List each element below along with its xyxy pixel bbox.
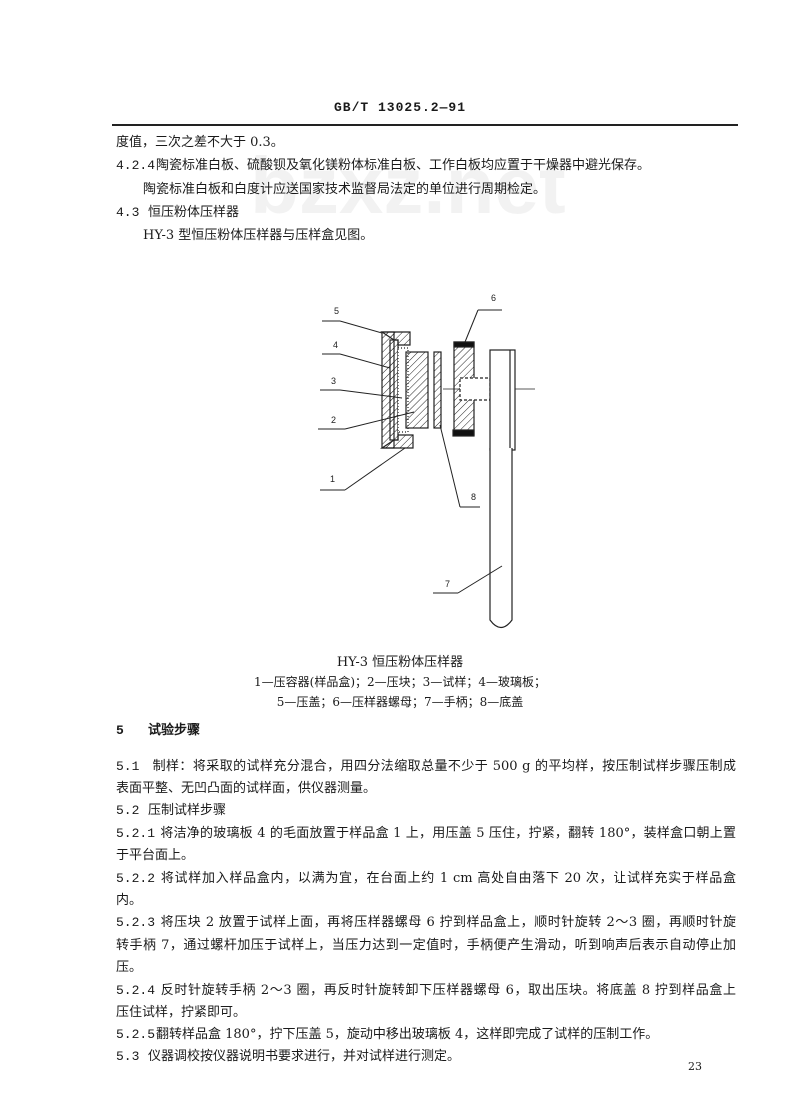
clause-text: 仪器调校按仪器说明书要求进行，并对试样进行测定。 (148, 1049, 461, 1064)
label-1: 1 (330, 474, 335, 484)
label-7: 7 (445, 579, 450, 589)
paragraph-line: 转手柄 7，通过螺杆加压于试样上，当压力达到一定值时，手柄便产生滑动，听到响声后… (116, 938, 736, 953)
clause-5-2: 5.2 压制试样步骤 (116, 803, 226, 819)
paragraph-line: 度值，三次之差不大于 0.3。 (116, 135, 284, 150)
section-title: 试验步骤 (148, 723, 201, 738)
label-8: 8 (471, 492, 476, 502)
clause-number: 5.2.5 (116, 1027, 156, 1042)
section-number: 5 (116, 723, 124, 738)
figure-legend: 5—压盖；6—压样器螺母；7—手柄；8—底盖 (276, 695, 524, 709)
clause-5-2-1: 5.2.1 将洁净的玻璃板 4 的毛面放置于样品盒 1 上，用压盖 5 压住，拧… (116, 826, 736, 842)
watermark: bzxz.net (250, 141, 566, 230)
clause-5-2-3: 5.2.3 将压块 2 放置于试样上面，再将压样器螺母 6 拧到样品盒上，顺时针… (116, 915, 736, 931)
clause-title: 压制试样步骤 (148, 803, 227, 818)
clause-text: 将试样加入样品盒内，以满为宜，在台面上约 1 cm 高处自由落下 20 次，让试… (160, 871, 736, 886)
label-4: 4 (333, 340, 338, 350)
clause-number: 5.2.4 (116, 983, 156, 998)
standard-header: GB/T 13025.2—91 (333, 100, 467, 115)
clause-5-2-4: 5.2.4 反时针旋转手柄 2～3 圈，再反时针旋转卸下压样器螺母 6，取出压块… (116, 983, 736, 999)
clause-number: 5.2.2 (116, 871, 156, 886)
label-3: 3 (331, 376, 336, 386)
clause-text: 反时针旋转手柄 2～3 圈，再反时针旋转卸下压样器螺母 6，取出压块。将底盖 8… (160, 983, 736, 998)
clause-5-2-2: 5.2.2 将试样加入样品盒内，以满为宜，在台面上约 1 cm 高处自由落下 2… (116, 871, 736, 887)
clause-4-3: 4.3 恒压粉体压样器 (116, 205, 239, 221)
header-rule (112, 124, 738, 126)
label-5: 5 (334, 306, 339, 316)
clause-number: 5.2.3 (116, 915, 156, 930)
nut (452, 341, 491, 437)
figure-legend: 1—压容器(样品盒)；2—压块；3—试样；4—玻璃板； (254, 675, 546, 689)
clause-4-2-4: 4.2.4陶瓷标准白板、硫酸钡及氧化镁粉体标准白板、工作白板均应置于干燥器中避光… (116, 158, 650, 174)
paragraph-line: 内。 (116, 893, 143, 908)
section-5-heading: 5 试验步骤 (116, 723, 200, 739)
clause-text: 翻转样品盒 180°，拧下压盖 5，旋动中移出玻璃板 4，这样即完成了试样的压制… (156, 1027, 659, 1042)
paragraph-line: 压。 (116, 960, 143, 975)
bottom-cover (433, 351, 442, 429)
press-block (405, 351, 429, 429)
handle (489, 349, 516, 629)
label-2: 2 (331, 415, 336, 425)
clause-number: 5.2.1 (116, 826, 156, 841)
clause-5-2-5: 5.2.5翻转样品盒 180°，拧下压盖 5，旋动中移出玻璃板 4，这样即完成了… (116, 1027, 658, 1043)
press-sampler-diagram: 5 4 3 2 1 8 6 7 (318, 293, 535, 629)
clause-5-3: 5.3 仪器调校按仪器说明书要求进行，并对试样进行测定。 (116, 1049, 460, 1065)
clause-text: 将压块 2 放置于试样上面，再将压样器螺母 6 拧到样品盒上，顺时针旋转 2～3… (160, 915, 736, 930)
figure-title: HY-3 恒压粉体压样器 (336, 655, 464, 670)
page-number: 23 (688, 1060, 702, 1073)
paragraph-line: 陶瓷标准白板和白度计应送国家技术监督局法定的单位进行周期检定。 (143, 182, 547, 197)
clause-title: 恒压粉体压样器 (148, 205, 240, 220)
clause-text: 陶瓷标准白板、硫酸钡及氧化镁粉体标准白板、工作白板均应置于干燥器中避光保存。 (156, 158, 651, 173)
clause-text: 将洁净的玻璃板 4 的毛面放置于样品盒 1 上，用压盖 5 压住，拧紧，翻转 1… (160, 826, 736, 841)
clause-number: 4.2.4 (116, 158, 156, 173)
paragraph-line: 表面平整、无凹凸面的试样面，供仪器测量。 (116, 781, 377, 796)
paragraph-line: HY-3 型恒压粉体压样器与压样盒见图。 (143, 228, 374, 243)
paragraph-line: 于平台面上。 (116, 848, 195, 863)
clause-number: 4.3 (116, 205, 140, 220)
label-6: 6 (491, 293, 496, 303)
clause-number: 5.3 (116, 1049, 140, 1064)
clause-number: 5.1 (116, 759, 140, 774)
clause-text: 制样：将采取的试样充分混合，用四分法缩取总量不少于 500 g 的平均样，按压制… (152, 759, 736, 774)
clause-number: 5.2 (116, 803, 140, 818)
clause-5-1: 5.1 制样：将采取的试样充分混合，用四分法缩取总量不少于 500 g 的平均样… (116, 759, 736, 775)
paragraph-line: 压住试样，拧紧即可。 (116, 1005, 247, 1020)
